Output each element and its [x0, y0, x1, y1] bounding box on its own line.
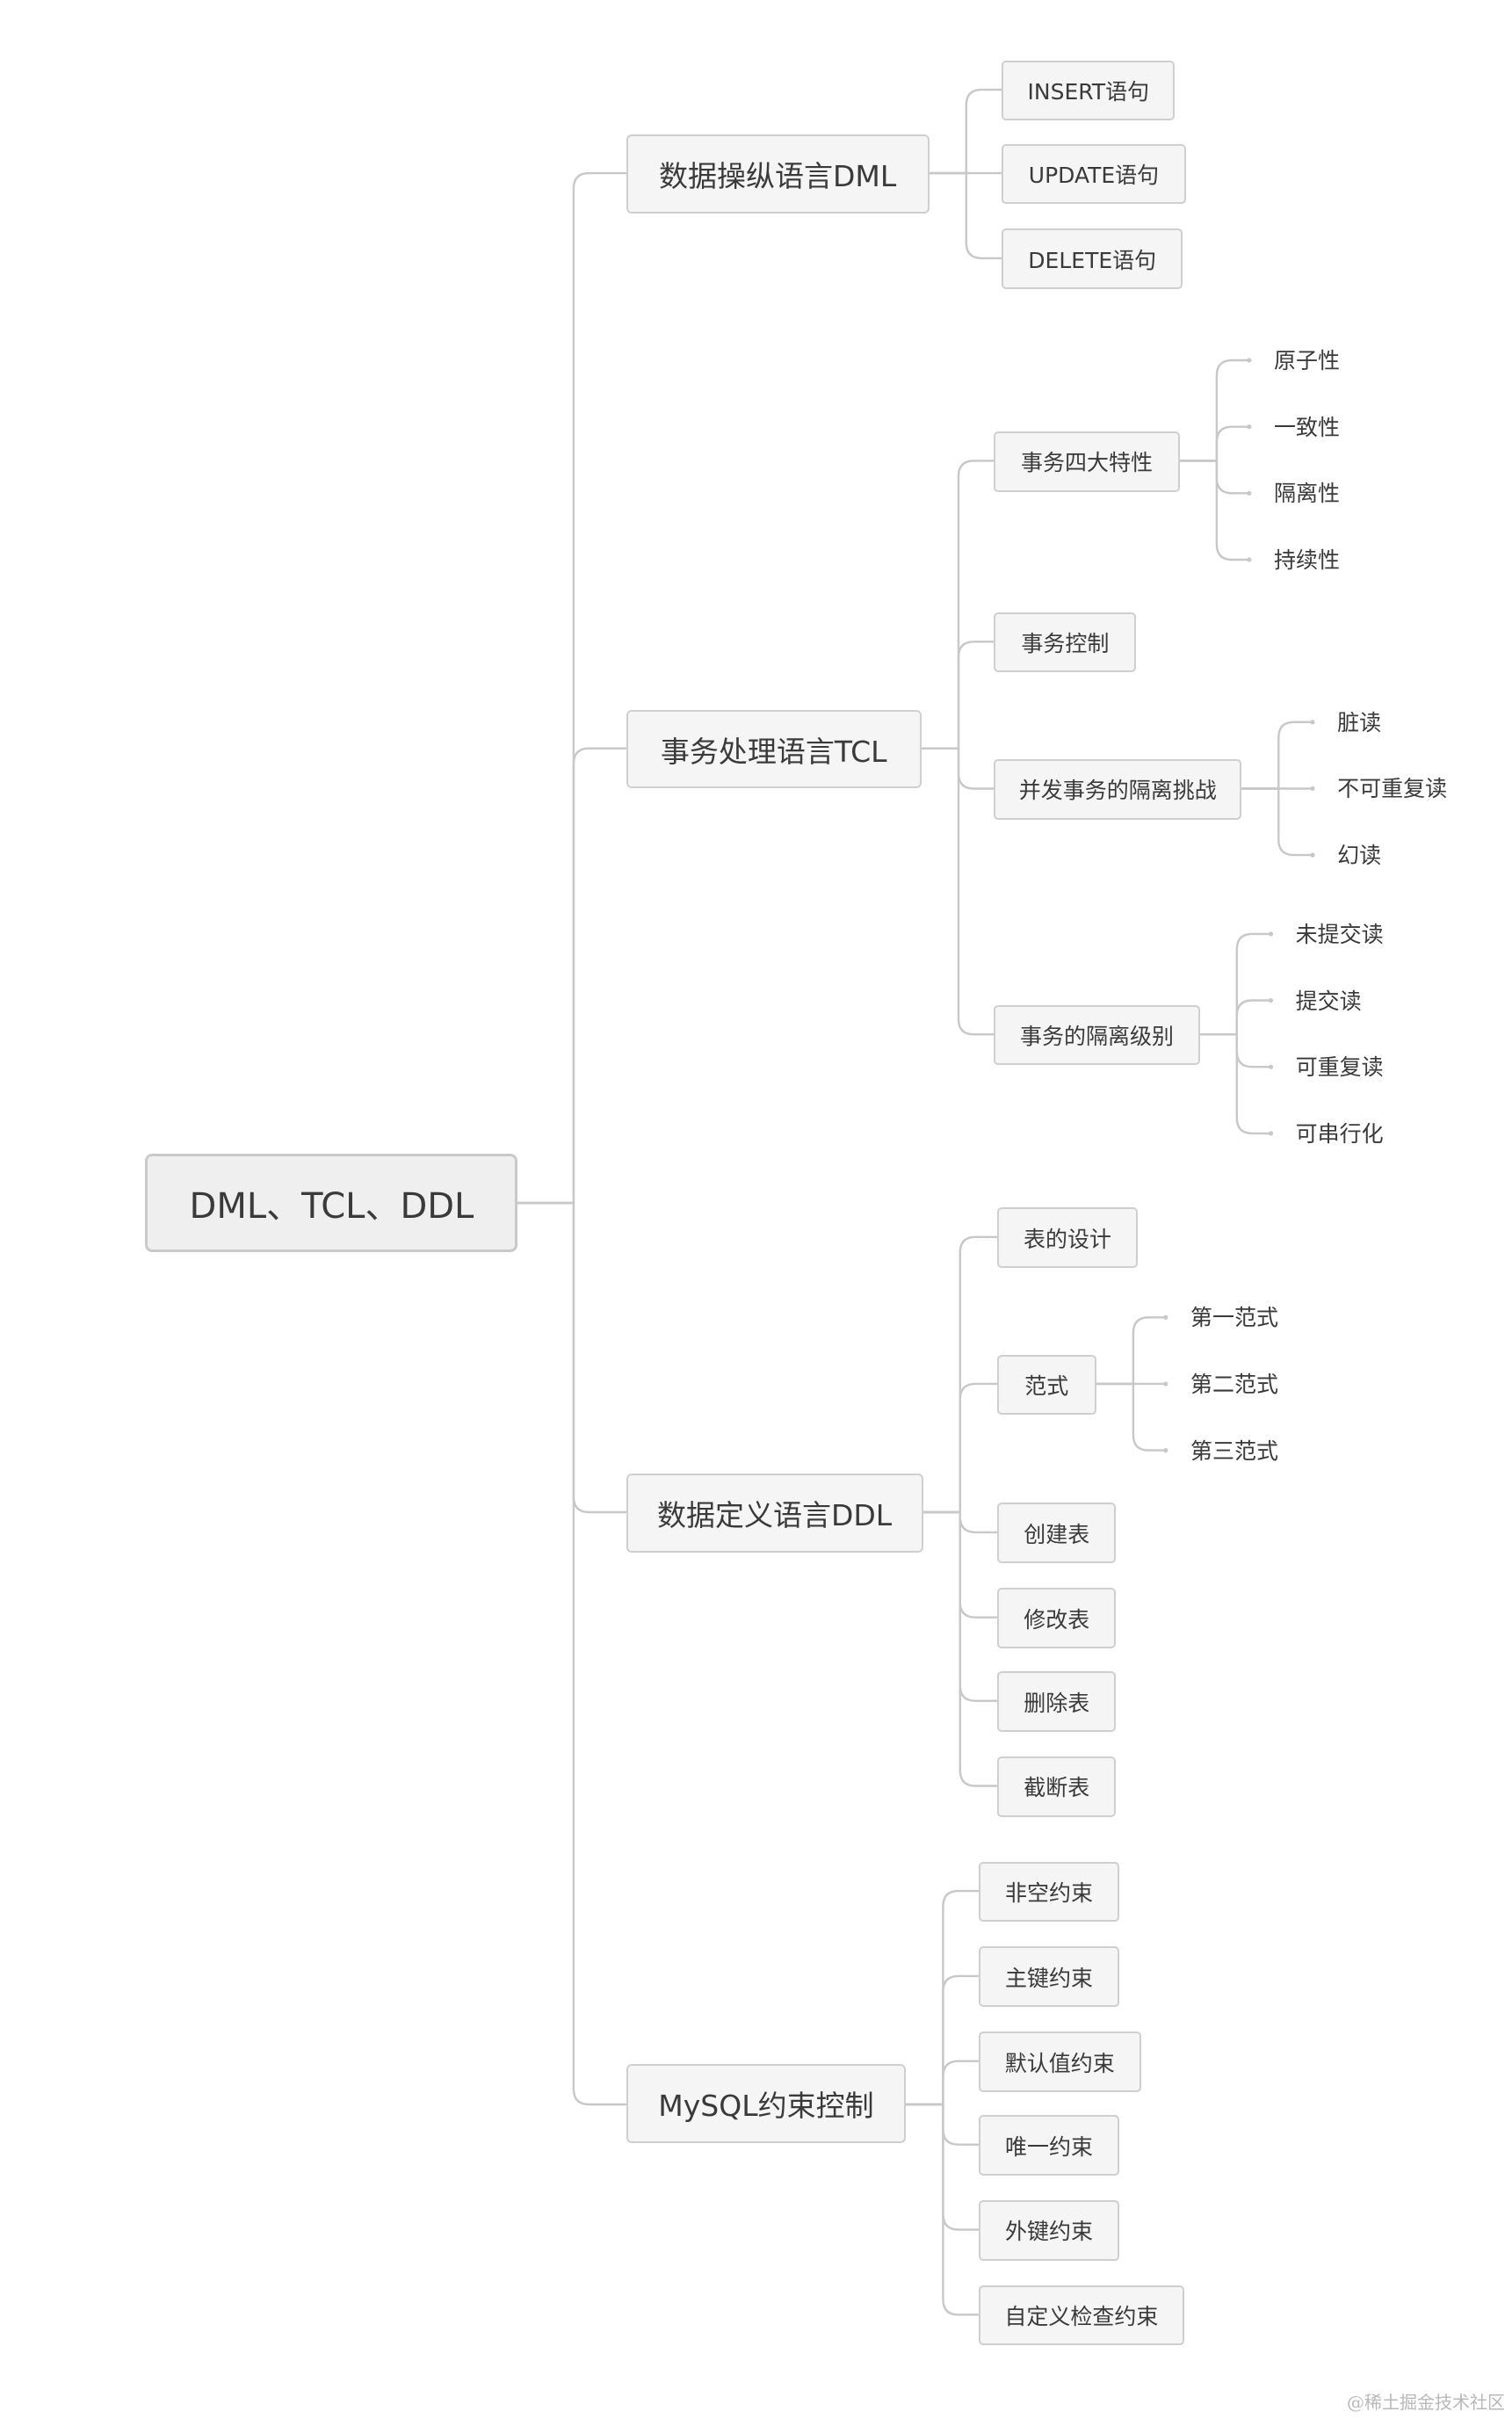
connector-dot	[1247, 557, 1252, 562]
connector-line-21	[1198, 1033, 1272, 1135]
connector-line-10	[920, 747, 995, 1036]
connector-line-17	[1240, 787, 1314, 857]
connector-line-33	[905, 2060, 980, 2106]
tcl-acid: 事务四大特性	[994, 431, 1180, 492]
acid-atomicity: 原子性	[1274, 348, 1341, 373]
connector-line-6	[928, 171, 1003, 260]
connector-line-15	[1240, 721, 1314, 790]
tcl-isolation-levels: 事务的隔离级别	[994, 1004, 1200, 1066]
connector-line-19	[1198, 999, 1272, 1036]
connector-dot	[1268, 1131, 1274, 1136]
connector-line-11	[1178, 359, 1250, 462]
ddl-table-design: 表的设计	[997, 1207, 1139, 1268]
constraint-default: 默认值约束	[978, 2032, 1141, 2092]
connector-dot	[1268, 1064, 1274, 1069]
connector-line-4	[928, 88, 1003, 175]
constraint-check: 自定义检查约束	[978, 2285, 1184, 2346]
connector-line-18	[1198, 932, 1272, 1036]
connector-line-36	[905, 2103, 980, 2316]
acid-isolation: 隔离性	[1274, 481, 1341, 507]
connector-line-32	[905, 1974, 980, 2106]
watermark: @稀土掘金技术社区	[1347, 2392, 1505, 2413]
ddl-drop-table: 删除表	[997, 1671, 1117, 1732]
connector-dot	[1310, 720, 1315, 725]
nf-third: 第三范式	[1190, 1438, 1278, 1464]
ddl-truncate-table: 截断表	[997, 1756, 1117, 1817]
ddl-normal-forms: 范式	[997, 1354, 1096, 1416]
connector-line-27	[922, 1510, 999, 1787]
concurrency-dirty-read: 脏读	[1337, 709, 1382, 735]
connector-line-12	[1178, 425, 1250, 462]
branch-ddl: 数据定义语言DDL	[626, 1474, 923, 1553]
connector-dot	[1247, 490, 1252, 496]
ddl-create-table: 创建表	[997, 1503, 1117, 1564]
connector-dot	[1268, 997, 1274, 1003]
connector-line-31	[905, 1889, 980, 2106]
tcl-control: 事务控制	[994, 612, 1137, 673]
level-read-committed: 提交读	[1295, 988, 1362, 1014]
tcl-concurrency: 并发事务的隔离挑战	[994, 759, 1242, 820]
connector-line-23	[922, 1382, 999, 1514]
level-read-uncommitted: 未提交读	[1295, 921, 1384, 947]
connector-dot	[1247, 424, 1252, 430]
connector-line-7	[920, 460, 995, 750]
acid-consistency: 一致性	[1274, 414, 1341, 440]
constraint-primary-key: 主键约束	[978, 1946, 1120, 2008]
nf-second: 第二范式	[1190, 1371, 1278, 1397]
connector-dot	[1163, 1315, 1168, 1320]
dml-update: UPDATE语句	[1002, 143, 1186, 205]
branch-tcl: 事务处理语言TCL	[626, 709, 922, 789]
connector-dot	[1310, 786, 1315, 792]
dml-delete: DELETE语句	[1002, 228, 1183, 290]
connector-line-2	[517, 1201, 627, 1514]
connector-line-1	[517, 747, 627, 1205]
constraint-not-null: 非空约束	[978, 1861, 1120, 1923]
connector-line-8	[920, 641, 995, 750]
constraint-unique: 唯一约束	[978, 2115, 1120, 2176]
constraint-foreign-key: 外键约束	[978, 2200, 1120, 2261]
connector-line-30	[1095, 1382, 1167, 1452]
connector-line-22	[922, 1235, 999, 1514]
connector-dot	[1268, 931, 1274, 937]
connector-line-28	[1095, 1316, 1167, 1386]
concurrency-phantom-read: 幻读	[1337, 843, 1382, 869]
connector-dot	[1310, 852, 1315, 858]
connector-line-0	[517, 171, 627, 1205]
ddl-alter-table: 修改表	[997, 1588, 1117, 1648]
acid-durability: 持续性	[1274, 547, 1341, 574]
level-repeatable-read: 可重复读	[1295, 1054, 1384, 1081]
connector-line-13	[1178, 460, 1250, 495]
connector-dot	[1163, 1448, 1168, 1453]
nf-first: 第一范式	[1190, 1305, 1278, 1331]
branch-mysql-constraints: MySQL约束控制	[626, 2064, 907, 2143]
branch-dml: 数据操纵语言DML	[626, 134, 930, 214]
concurrency-nonrepeatable-read: 不可重复读	[1337, 776, 1448, 802]
dml-insert: INSERT语句	[1002, 60, 1176, 121]
level-serializable: 可串行化	[1295, 1120, 1384, 1147]
connector-line-14	[1178, 460, 1250, 561]
connector-dot	[1247, 358, 1252, 363]
connector-dot	[1163, 1381, 1168, 1387]
connector-line-3	[517, 1201, 627, 2106]
root-node: DML、TCL、DDL	[145, 1153, 518, 1253]
connector-line-20	[1198, 1033, 1272, 1068]
